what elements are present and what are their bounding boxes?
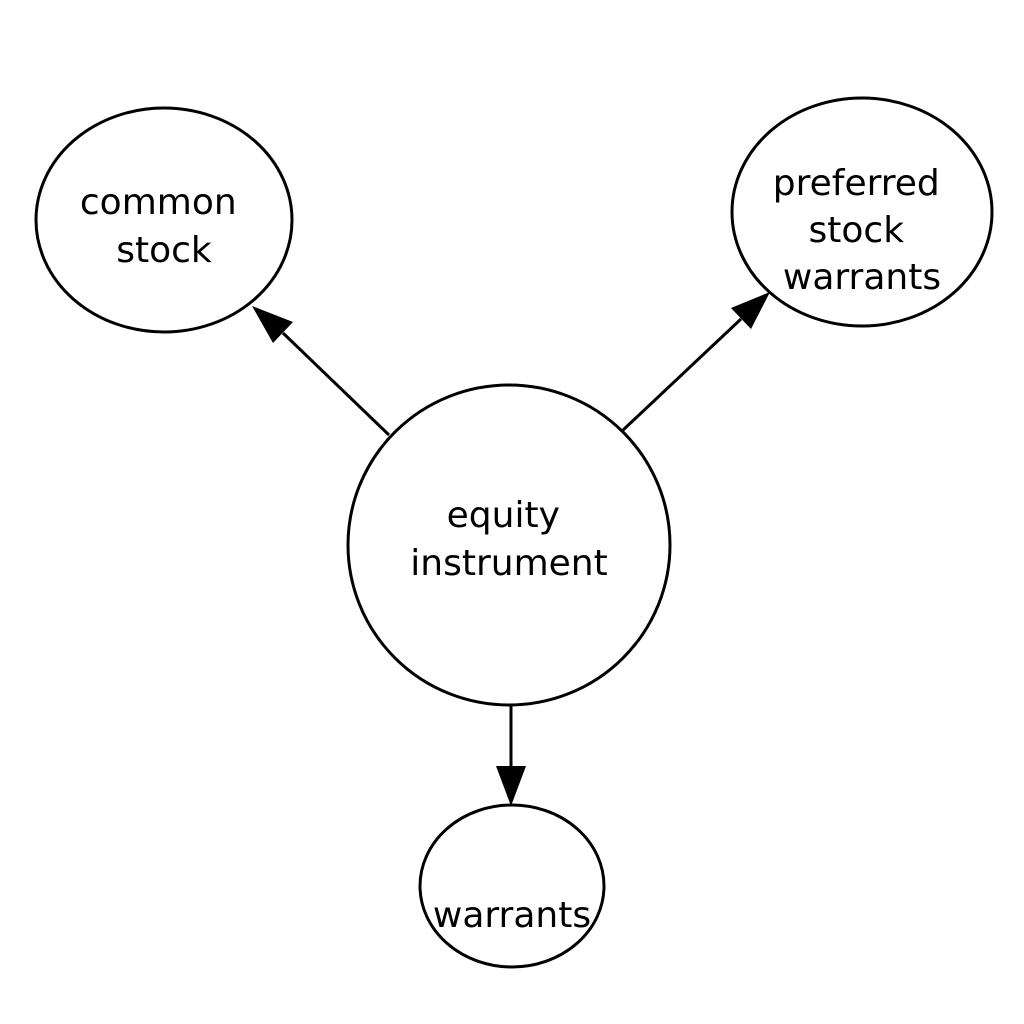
node-equity-instrument-label-line: instrument xyxy=(410,543,607,584)
node-preferred-stock-warrants-shape xyxy=(730,96,994,328)
edge-equity-preferred xyxy=(620,292,770,433)
edge-equity-common xyxy=(252,306,391,437)
node-equity-instrument-label: equity instrument xyxy=(410,495,607,584)
node-equity-instrument-label-line: equity xyxy=(447,495,560,536)
node-equity-instrument-shape xyxy=(346,383,672,707)
node-common-stock-label-line: common xyxy=(80,182,237,223)
node-preferred-stock-warrants-label-line: stock xyxy=(809,210,905,251)
node-common-stock-label: common stock xyxy=(80,182,248,271)
edge-line-equity-common xyxy=(281,331,391,437)
arrowhead-preferred xyxy=(731,292,770,329)
node-equity-instrument: equity instrument xyxy=(346,383,672,707)
arrowhead-common xyxy=(252,306,293,343)
arrowhead-warrants xyxy=(496,766,526,806)
node-warrants: warrants xyxy=(418,803,606,969)
node-preferred-stock-warrants-label-line: preferred xyxy=(773,163,940,204)
node-warrants-label-line: warrants xyxy=(433,895,591,936)
node-warrants-shape xyxy=(418,803,606,969)
edge-line-equity-preferred xyxy=(620,317,743,433)
node-preferred-stock-warrants-label: preferred stock warrants xyxy=(773,163,951,298)
node-common-stock-shape xyxy=(34,106,294,334)
edge-equity-warrants xyxy=(496,706,526,806)
node-common-stock-label-line: stock xyxy=(116,230,212,271)
node-preferred-stock-warrants: preferred stock warrants xyxy=(730,96,994,328)
node-common-stock: common stock xyxy=(34,106,294,334)
node-warrants-label: warrants xyxy=(433,895,591,936)
node-preferred-stock-warrants-label-line: warrants xyxy=(783,257,941,298)
